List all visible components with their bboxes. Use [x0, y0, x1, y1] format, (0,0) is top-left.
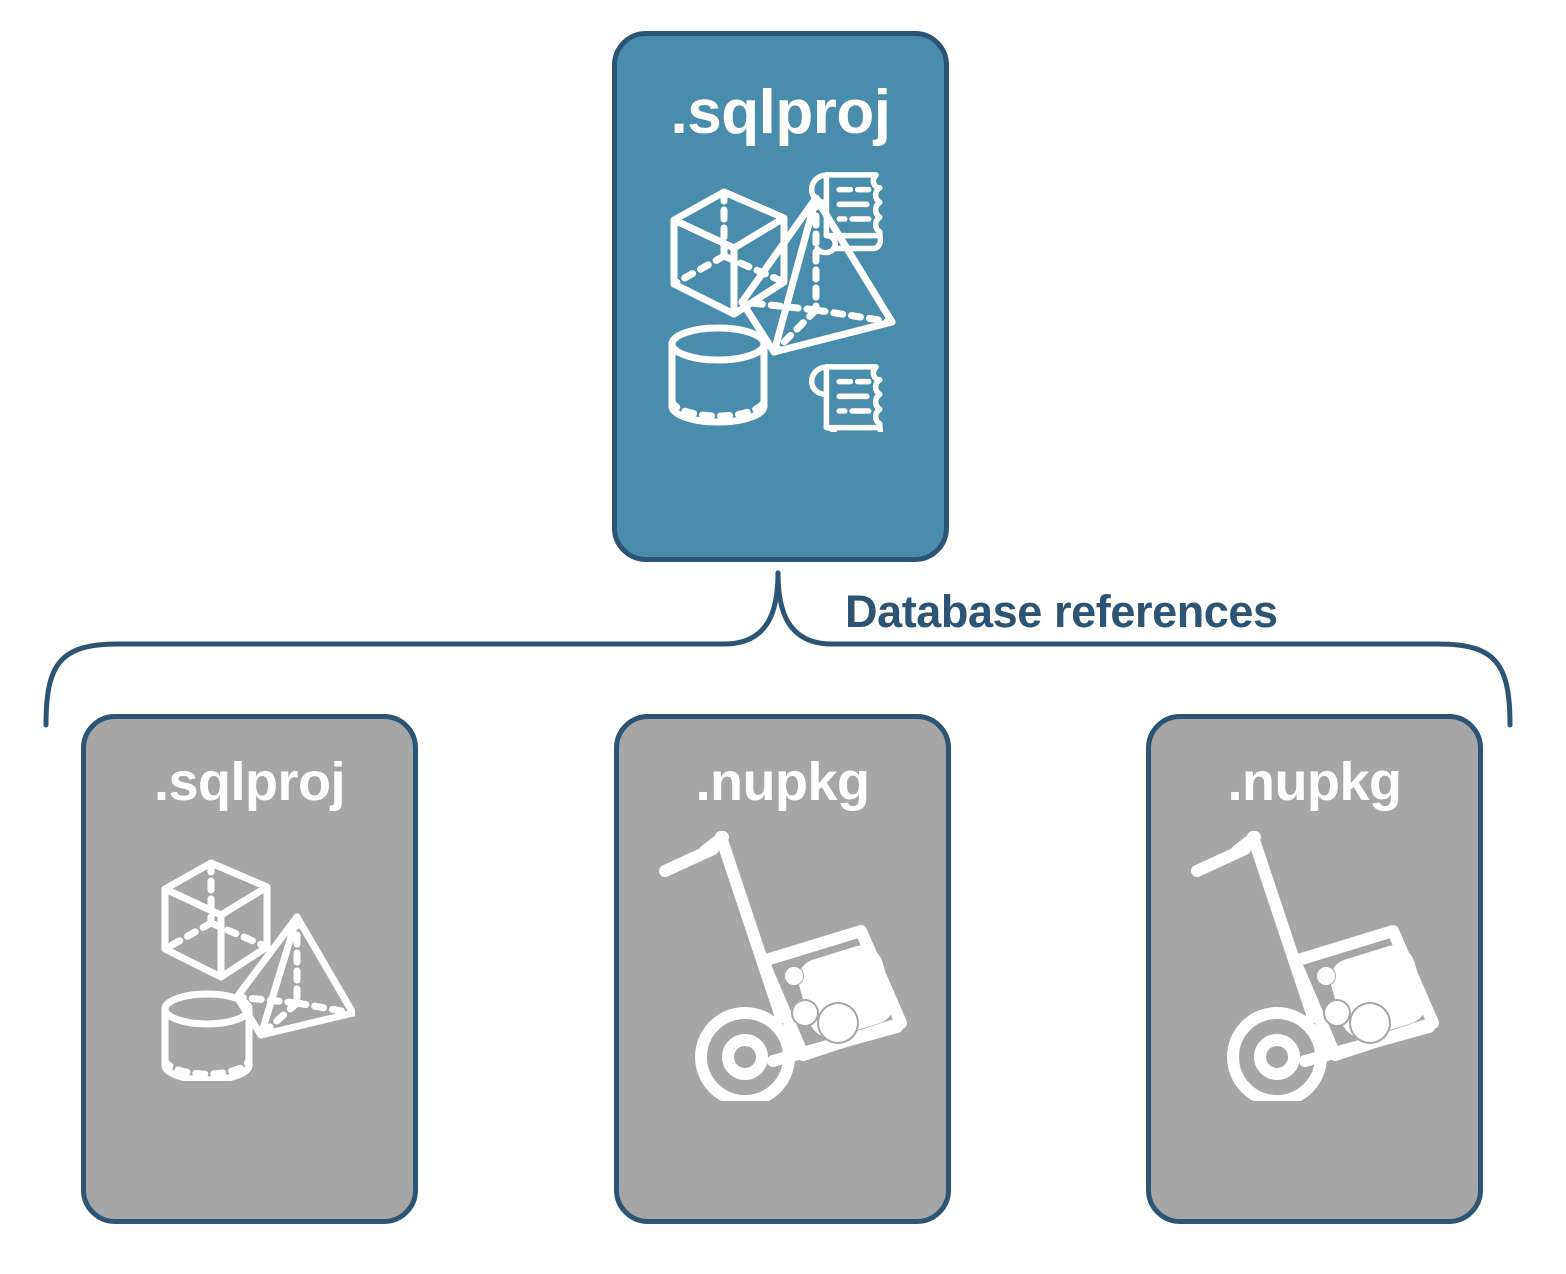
cylinder-icon — [668, 324, 767, 426]
nuget-package-icon — [1185, 831, 1445, 1107]
pyramid-icon — [233, 913, 356, 1039]
sql-objects-icon — [656, 162, 906, 448]
cylinder-icon — [161, 990, 252, 1084]
sql-objects-icon — [145, 831, 356, 1086]
cube-icon — [161, 859, 270, 981]
scroll-icon — [808, 172, 883, 256]
reference-card-label: .nupkg — [695, 752, 870, 812]
reference-card-label: .nupkg — [1227, 752, 1402, 812]
brace-connector — [43, 570, 1513, 728]
nuget-dots-outline-icon — [784, 967, 857, 1042]
cube-icon — [670, 188, 787, 318]
reference-card-nupkg-1[interactable]: .nupkg — [614, 714, 951, 1224]
database-references-label: Database references — [845, 586, 1278, 637]
package-box-icon — [1288, 925, 1439, 1061]
nuget-dots-outline-icon — [1316, 967, 1389, 1042]
primary-card-label: .sqlproj — [670, 78, 891, 147]
nuget-package-icon — [653, 831, 913, 1107]
reference-card-sqlproj[interactable]: .sqlproj — [81, 714, 418, 1224]
pyramid-icon — [738, 194, 895, 356]
reference-card-label: .sqlproj — [153, 752, 346, 812]
primary-sqlproj-card[interactable]: .sqlproj — [612, 31, 949, 562]
scroll-icon — [808, 364, 883, 448]
reference-card-nupkg-2[interactable]: .nupkg — [1146, 714, 1483, 1224]
package-box-icon — [756, 925, 907, 1061]
